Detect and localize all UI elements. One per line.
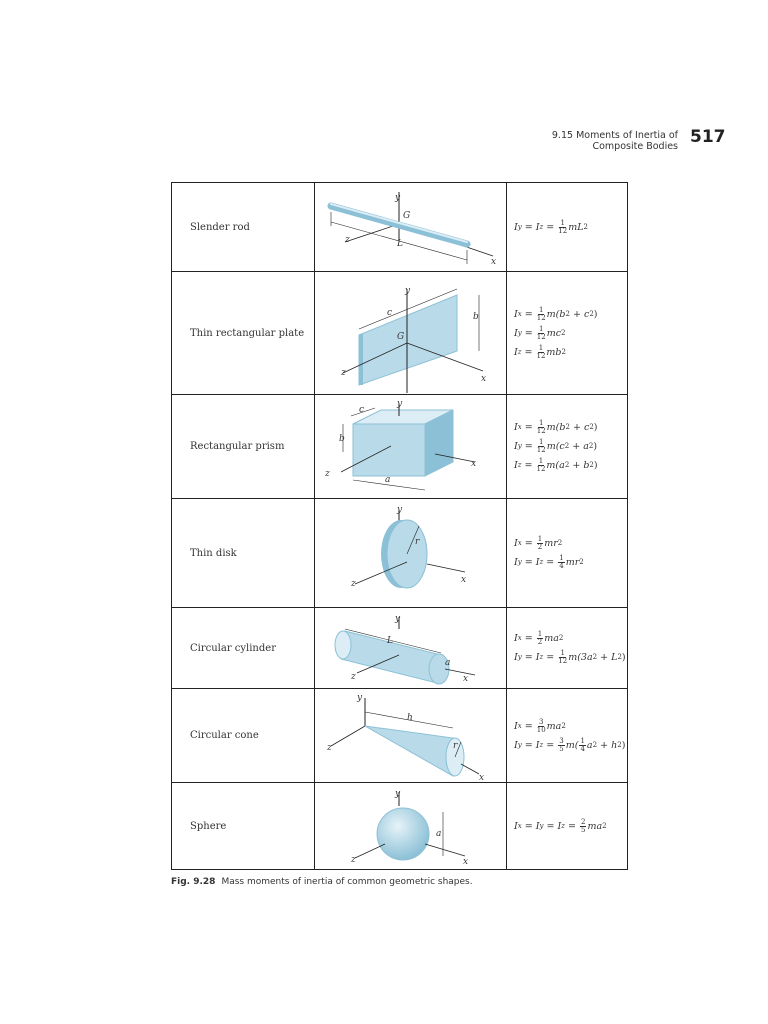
shape-name: Slender rod — [171, 182, 315, 272]
cone-figure: y z x h r — [326, 693, 484, 782]
label-h: h — [407, 713, 413, 723]
shape-figure-cell: y z x r — [314, 498, 507, 608]
label-z: z — [344, 235, 350, 245]
shape-figure-cell: y z x h r — [314, 688, 507, 783]
shape-name: Thin disk — [171, 498, 315, 608]
shape-figure-cell: y z x a — [314, 782, 507, 870]
label-x: x — [461, 575, 466, 585]
label-a: a — [445, 658, 450, 668]
shape-figure-cell: y z x G c b — [314, 271, 507, 395]
label-G: G — [397, 332, 404, 342]
label-z: z — [324, 469, 330, 479]
label-y: y — [394, 614, 401, 624]
shape-name: Sphere — [171, 782, 315, 870]
shape-name: Rectangular prism — [171, 394, 315, 499]
shape-figure-cell: y z x L a — [314, 607, 507, 689]
page-number: 517 — [690, 127, 726, 147]
shape-figure-cell: y z x a b c — [314, 394, 507, 499]
label-y: y — [394, 789, 401, 799]
shape-name: Thin rectangular plate — [171, 271, 315, 395]
label-y: y — [356, 693, 363, 703]
label-y: y — [396, 505, 403, 515]
label-L: L — [396, 239, 403, 249]
label-r: r — [415, 537, 420, 547]
label-x: x — [481, 374, 486, 384]
label-y: y — [396, 399, 403, 409]
shape-name: Circular cone — [171, 688, 315, 783]
figure-caption: Fig. 9.28 Mass moments of inertia of comm… — [171, 877, 473, 887]
thin-disk-figure: y z x r — [350, 505, 466, 589]
label-z: z — [326, 743, 332, 753]
label-G: G — [403, 211, 410, 221]
label-z: z — [350, 579, 356, 589]
label-y: y — [404, 286, 411, 296]
rect-prism-figure: y z x a b c — [324, 399, 476, 490]
label-b: b — [473, 312, 479, 322]
label-b: b — [339, 434, 345, 444]
caption-label: Fig. 9.28 — [171, 877, 216, 887]
label-x: x — [463, 674, 468, 684]
label-r: r — [453, 741, 458, 751]
label-x: x — [491, 257, 496, 267]
label-y: y — [394, 193, 401, 203]
label-c: c — [387, 308, 392, 318]
section-title-line2: Composite Bodies — [592, 141, 678, 152]
label-x: x — [479, 773, 484, 782]
label-x: x — [471, 459, 476, 469]
label-a: a — [385, 475, 390, 485]
label-z: z — [350, 855, 356, 865]
shape-name: Circular cylinder — [171, 607, 315, 689]
section-title: 9.15 Moments of Inertia of — [551, 130, 678, 141]
cylinder-figure: y z x L a — [334, 614, 476, 684]
running-header: 9.15 Moments of Inertia of Composite Bod… — [478, 130, 678, 152]
sphere-figure: y z x a — [350, 789, 468, 867]
label-z: z — [350, 672, 356, 682]
label-z: z — [340, 368, 346, 378]
slender-rod-figure: G y z x L — [327, 191, 496, 267]
label-a: a — [436, 829, 441, 839]
label-L: L — [386, 636, 393, 646]
label-x: x — [463, 857, 468, 867]
shape-figure-cell: G y z x L — [314, 182, 507, 272]
thin-plate-figure: y z x G c b — [340, 286, 486, 393]
label-c: c — [359, 405, 364, 415]
caption-text: Mass moments of inertia of common geomet… — [221, 877, 473, 887]
